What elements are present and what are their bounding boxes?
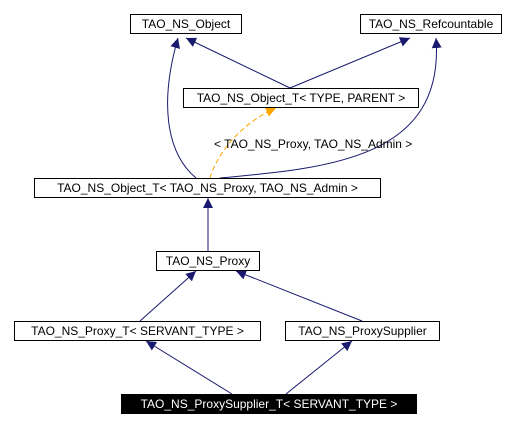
edge-object-t-instance-to-object: [167, 37, 197, 179]
edge-proxy-supplier-t-to-proxy-t: [145, 340, 233, 395]
edge-proxy-supplier-t-to-proxy-supplier: [285, 340, 353, 395]
edge-object-t-instance-to-refcountable: [219, 37, 442, 179]
node-object-t-instance[interactable]: TAO_NS_Object_T< TAO_NS_Proxy, TAO_NS_Ad…: [34, 178, 381, 198]
edge-proxy-t-to-proxy: [139, 270, 197, 322]
node-proxy-t[interactable]: TAO_NS_Proxy_T< SERVANT_TYPE >: [14, 321, 261, 341]
node-proxy-supplier-t[interactable]: TAO_NS_ProxySupplier_T< SERVANT_TYPE >: [121, 394, 417, 414]
node-proxy-supplier[interactable]: TAO_NS_ProxySupplier: [285, 321, 440, 341]
node-tao-ns-refcountable[interactable]: TAO_NS_Refcountable: [360, 14, 502, 34]
edge-object-t-template-to-refcountable: [289, 37, 411, 89]
edge-object-t-template-to-object: [185, 37, 291, 89]
edge-template-instantiation: [209, 107, 277, 179]
template-edge-label: < TAO_NS_Proxy, TAO_NS_Admin >: [214, 137, 413, 151]
node-tao-ns-object[interactable]: TAO_NS_Object: [130, 14, 242, 34]
node-tao-ns-proxy[interactable]: TAO_NS_Proxy: [156, 251, 260, 271]
edge-proxy-supplier-to-proxy: [235, 270, 363, 322]
node-object-t-template[interactable]: TAO_NS_Object_T< TYPE, PARENT >: [183, 88, 419, 108]
